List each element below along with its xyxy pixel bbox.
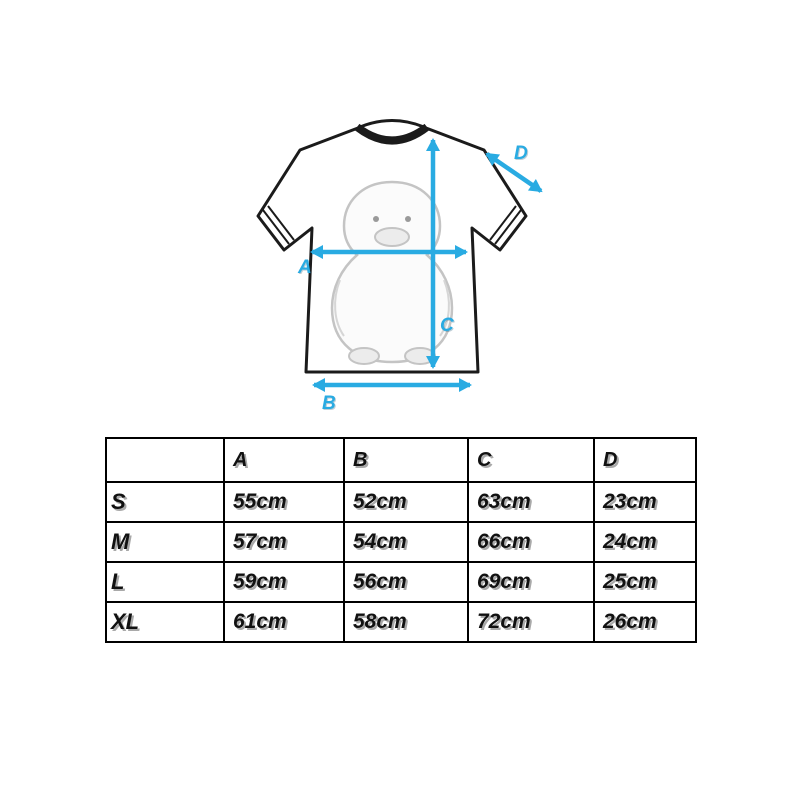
penguin-right-eye bbox=[405, 216, 411, 222]
dimension-label-d: D bbox=[514, 143, 528, 164]
value-cell: 56cm bbox=[343, 561, 469, 603]
right-cuff-ribbing bbox=[489, 205, 522, 245]
dimension-label-c: C bbox=[440, 315, 454, 336]
table-header-c: C bbox=[467, 437, 595, 483]
value-cell: 59cm bbox=[223, 561, 345, 603]
penguin-beak bbox=[374, 227, 410, 247]
table-header-row: A B C D bbox=[105, 437, 697, 483]
table-header-d: D bbox=[593, 437, 697, 483]
arrow-d-sleeve bbox=[485, 152, 543, 193]
value-cell: 61cm bbox=[223, 601, 345, 643]
value-cell: 25cm bbox=[593, 561, 697, 603]
dimension-label-a: A bbox=[298, 257, 312, 278]
table-header-empty bbox=[105, 437, 225, 483]
value-cell: 23cm bbox=[593, 481, 697, 523]
value-cell: 66cm bbox=[467, 521, 595, 563]
value-cell: 52cm bbox=[343, 481, 469, 523]
size-cell: M bbox=[105, 521, 225, 563]
value-cell: 57cm bbox=[223, 521, 345, 563]
collar-band bbox=[354, 123, 430, 145]
value-cell: 26cm bbox=[593, 601, 697, 643]
penguin-right-foot bbox=[404, 347, 436, 365]
table-row-s: S 55cm 52cm 63cm 23cm bbox=[105, 481, 697, 523]
measurement-arrows bbox=[310, 138, 543, 392]
value-cell: 72cm bbox=[467, 601, 595, 643]
table-row-m: M 57cm 54cm 66cm 24cm bbox=[105, 521, 697, 563]
size-cell: XL bbox=[105, 601, 225, 643]
back-collar-line bbox=[359, 119, 425, 129]
value-cell: 63cm bbox=[467, 481, 595, 523]
value-cell: 54cm bbox=[343, 521, 469, 563]
size-table: A B C D S 55cm 52cm 63cm 23cm M 57cm 54c… bbox=[105, 437, 697, 643]
table-header-a: A bbox=[223, 437, 345, 483]
value-cell: 58cm bbox=[343, 601, 469, 643]
value-cell: 69cm bbox=[467, 561, 595, 603]
penguin-left-foot bbox=[348, 347, 380, 365]
left-cuff-ribbing bbox=[262, 205, 295, 245]
value-cell: 55cm bbox=[223, 481, 345, 523]
size-cell: S bbox=[105, 481, 225, 523]
table-header-b: B bbox=[343, 437, 469, 483]
tshirt-diagram: A B C D bbox=[256, 119, 543, 414]
tshirt-diagram-svg bbox=[256, 119, 543, 392]
table-row-xl: XL 61cm 58cm 72cm 26cm bbox=[105, 601, 697, 643]
dimension-label-b: B bbox=[322, 393, 336, 414]
penguin-right-wing bbox=[439, 279, 450, 337]
size-cell: L bbox=[105, 561, 225, 603]
value-cell: 24cm bbox=[593, 521, 697, 563]
penguin-left-wing bbox=[334, 279, 345, 337]
table-row-l: L 59cm 56cm 69cm 25cm bbox=[105, 561, 697, 603]
penguin-left-eye bbox=[373, 216, 379, 222]
